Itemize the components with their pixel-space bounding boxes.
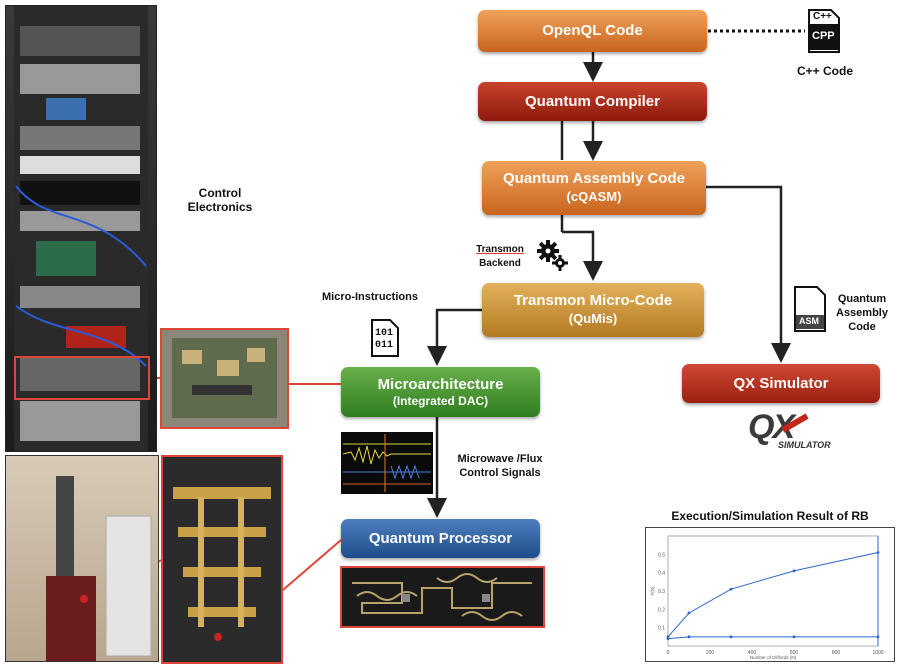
dilution-fridge-photo — [161, 455, 283, 664]
arrow-cqasm-microcode-2 — [562, 230, 603, 281]
arrow-microcode-microarch — [427, 308, 482, 366]
quantum-assembly-code-label: Quantum Assembly Code — [836, 293, 888, 333]
gears-icon — [536, 240, 570, 272]
control-electronics-label: Control Electronics — [187, 186, 253, 214]
y-tick-label: 0.4 — [658, 571, 665, 577]
openql-code-label: OpenQL Code — [542, 22, 643, 39]
micro-instructions-label: Micro-Instructions — [322, 291, 418, 303]
series-1-point — [666, 637, 670, 641]
electronics-board-photo — [160, 328, 289, 429]
x-tick-label: 400 — [748, 650, 757, 656]
binary-file-icon: 101 011 — [370, 318, 400, 358]
electronics-rack-photo — [5, 5, 157, 452]
series-1-point — [876, 635, 880, 639]
x-tick-label: 800 — [832, 650, 841, 656]
microarch-title: Microarchitecture — [377, 376, 504, 393]
qx-simulator-box[interactable]: QX Simulator — [682, 364, 880, 403]
series-1-point — [792, 635, 796, 639]
quantum-compiler-label: Quantum Compiler — [524, 92, 660, 110]
quantum-compiler-box[interactable]: Quantum Compiler — [478, 82, 707, 121]
asm-file-icon: ASM — [793, 285, 827, 333]
x-tick-label: 600 — [790, 650, 799, 656]
cryostat-room-photo — [5, 455, 159, 662]
quantum-processor-label: Quantum Processor — [368, 529, 513, 547]
y-tick-label: 0.2 — [658, 607, 665, 613]
transmon-microcode-box[interactable]: Transmon Micro-Code (QuMis) — [482, 283, 704, 337]
series-0-point — [792, 569, 796, 573]
series-0-point — [876, 551, 880, 554]
microarch-subtitle: (Integrated DAC) — [392, 394, 489, 408]
cpp-file-icon: C++ CPP — [807, 8, 841, 54]
microcode-subtitle: (QuMis) — [568, 311, 618, 326]
x-tick-label: 0 — [667, 650, 670, 656]
series-line-0 — [667, 552, 879, 638]
transmon-backend-label: Transmon Backend — [476, 244, 524, 269]
microcode-title: Transmon Micro-Code — [513, 292, 673, 309]
series-0-point — [687, 611, 691, 615]
x-tick-label: 1000 — [872, 650, 883, 656]
x-axis-label: Number of Cliffords (N) — [750, 655, 797, 660]
y-axis-label: F(N) — [650, 586, 655, 595]
series-line-1 — [667, 636, 878, 640]
quantum-assembly-code-box[interactable]: Quantum Assembly Code (cQASM) — [482, 161, 706, 215]
series-1-point — [729, 635, 733, 639]
openql-code-box[interactable]: OpenQL Code — [478, 10, 707, 52]
quantum-processor-box[interactable]: Quantum Processor — [341, 519, 540, 558]
rack-highlight-box — [14, 356, 150, 400]
plot-area — [667, 535, 879, 647]
y-tick-label: 0.1 — [658, 626, 665, 632]
rack-illustration — [14, 6, 148, 451]
control-signal-waveform — [341, 432, 433, 494]
y-tick-label: 0.3 — [658, 589, 665, 595]
qx-simulator-logo: QX SIMULATOR — [748, 408, 831, 450]
series-1-point — [687, 635, 691, 639]
quantum-chip-image — [340, 566, 545, 628]
rb-result-title: Execution/Simulation Result of RB — [671, 509, 869, 523]
cpp-code-label: C++ Code — [796, 64, 853, 78]
qx-simulator-label: QX Simulator — [733, 374, 829, 392]
cqasm-subtitle: (cQASM) — [566, 189, 622, 204]
microwave-flux-label: Microwave /Flux Control Signals — [457, 453, 543, 479]
series-0-point — [729, 587, 733, 591]
cqasm-title: Quantum Assembly Code — [503, 170, 685, 187]
x-tick-label: 200 — [706, 650, 715, 656]
y-tick-label: 0.5 — [658, 552, 665, 558]
arrow-cqasm-qx — [706, 185, 791, 363]
microarchitecture-box[interactable]: Microarchitecture (Integrated DAC) — [341, 367, 540, 417]
